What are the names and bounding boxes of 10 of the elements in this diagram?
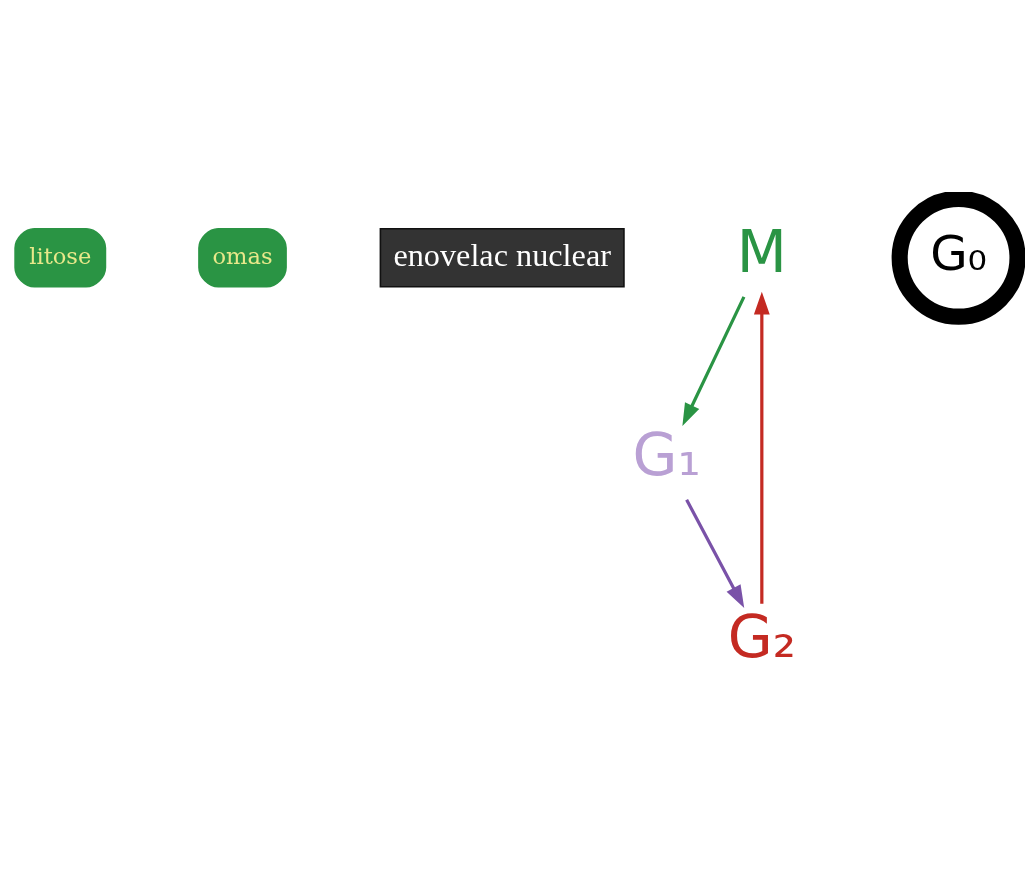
node-box: enovelac nuclear <box>379 227 625 288</box>
arrow <box>682 295 746 426</box>
arrow <box>753 291 770 604</box>
node-text: G₁ <box>632 420 701 489</box>
node-text: M <box>736 217 787 286</box>
node-circle: G₀ <box>891 191 1025 325</box>
node-box: omas <box>198 227 287 288</box>
node-box: litose <box>14 227 107 288</box>
arrow <box>685 498 745 608</box>
node-text: G₂ <box>727 602 796 671</box>
